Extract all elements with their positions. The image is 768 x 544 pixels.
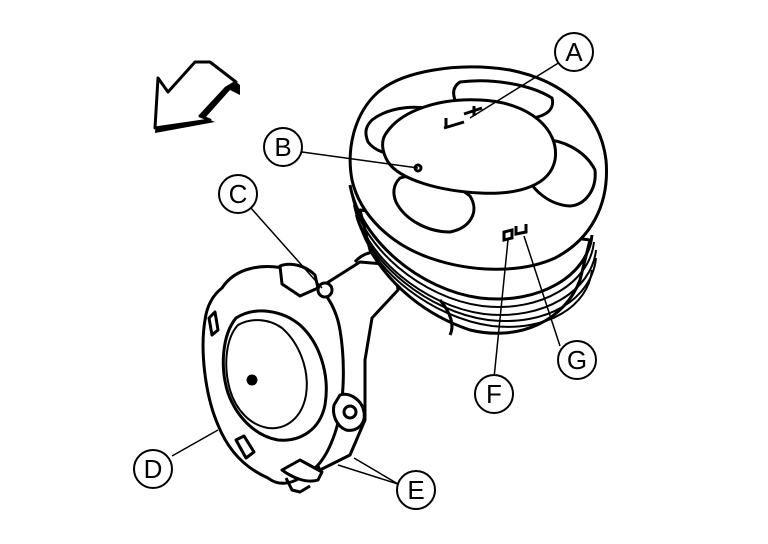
- svg-text:D: D: [144, 454, 163, 484]
- piston: [348, 65, 609, 336]
- callout-D: D: [133, 449, 173, 489]
- front-direction-arrow: [153, 60, 240, 133]
- svg-text:C: C: [229, 179, 248, 209]
- connecting-rod: [201, 250, 400, 494]
- callout-C: C: [218, 174, 258, 214]
- callout-A: A: [554, 32, 594, 72]
- callout-G: G: [557, 340, 597, 380]
- callout-E: E: [396, 470, 436, 510]
- callout-F: F: [474, 374, 514, 414]
- svg-text:A: A: [565, 37, 583, 67]
- svg-text:G: G: [567, 345, 587, 375]
- svg-text:B: B: [274, 132, 291, 162]
- svg-text:F: F: [486, 379, 502, 409]
- front-mark: [443, 106, 483, 130]
- callout-B: B: [263, 127, 303, 167]
- leader-lines: [171, 61, 561, 485]
- svg-text:E: E: [407, 475, 424, 505]
- grade-marks: [502, 224, 528, 242]
